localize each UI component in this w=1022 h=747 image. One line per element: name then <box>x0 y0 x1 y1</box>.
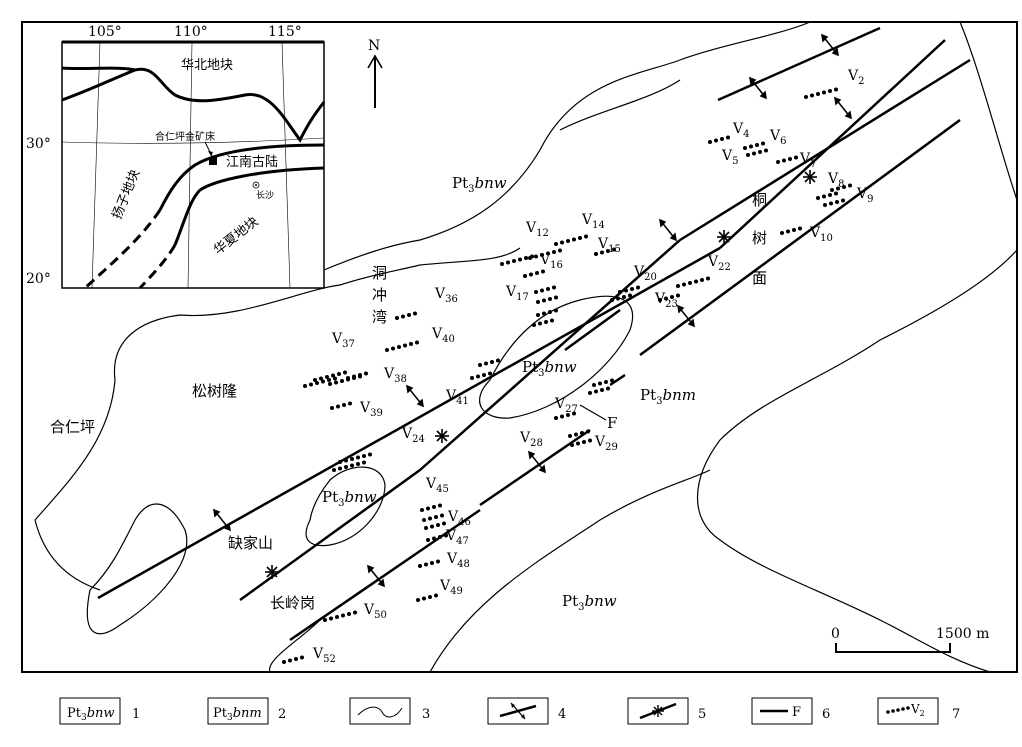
vein-label: V10 <box>809 225 833 244</box>
formation-boundaries <box>34 21 1018 673</box>
vein-label: V39 <box>359 400 383 419</box>
vein-label: V12 <box>525 220 549 239</box>
formation-label-bnw: Pt3bnw <box>522 358 577 379</box>
place-herenping: 合仁坪 <box>50 418 95 436</box>
vein-label: V9 <box>856 186 874 205</box>
vein-label: V29 <box>594 434 618 453</box>
longitude-label: 110° <box>174 24 208 40</box>
vein-label: V4 <box>732 121 750 140</box>
north-label: N <box>368 38 380 54</box>
svg-text:1: 1 <box>132 707 140 722</box>
vein-label: V47 <box>445 528 469 547</box>
latitude-label: 30° <box>26 136 51 152</box>
vein-label: V15 <box>597 236 621 255</box>
fault-label: F <box>607 414 617 432</box>
formation-label-bnw: Pt3bnw <box>322 488 377 509</box>
vein-label: V5 <box>721 148 739 167</box>
vein-label: V17 <box>505 284 529 303</box>
inset-label-jiangnan: 江南古陆 <box>226 154 278 170</box>
vein-label: V24 <box>401 426 425 445</box>
formation-label-bnw: Pt3bnw <box>562 592 617 613</box>
fault-pointer <box>579 404 607 421</box>
svg-text:5: 5 <box>698 707 706 722</box>
vein-label: V41 <box>445 388 469 407</box>
longitude-label: 115° <box>268 24 302 40</box>
svg-text:F: F <box>792 705 801 720</box>
syncline-symbols <box>265 170 817 579</box>
vein-label: V16 <box>539 252 563 271</box>
vein-label: V45 <box>425 476 449 495</box>
vein-label: V40 <box>431 326 455 345</box>
map-frame <box>21 21 1018 673</box>
longitude-label: 105° <box>88 24 122 40</box>
inset-label-changsha: 长沙 <box>256 189 274 201</box>
vein-label: V52 <box>312 646 336 665</box>
vein-label: V14 <box>581 212 605 231</box>
fault-lines <box>97 26 971 642</box>
place-quejiashan: 缺家山 <box>228 534 273 552</box>
latitude-label: 20° <box>26 271 51 287</box>
vein-label: V27 <box>554 396 578 415</box>
anticline-symbols <box>213 33 852 588</box>
svg-text:7: 7 <box>952 707 960 722</box>
vein-label: V50 <box>363 602 387 621</box>
vein-label: V49 <box>439 578 463 597</box>
svg-text:3: 3 <box>422 707 430 722</box>
vein-label: V7 <box>799 151 817 170</box>
formation-label-bnw: Pt3bnw <box>452 174 507 195</box>
vein-label: V28 <box>519 430 543 449</box>
place-dongchongwan: 湾 <box>372 308 387 326</box>
place-names: 洞 冲 湾 桐 树 面 松树隆 合仁坪 缺家山 长岭岗 <box>50 191 767 612</box>
vein-label: V48 <box>446 551 470 570</box>
legend-item-2: Pt3bnm 2 <box>207 697 286 725</box>
legend-item-5: 5 <box>627 697 706 725</box>
vein-label: V36 <box>434 286 458 305</box>
legend-item-4: 4 <box>487 697 566 725</box>
vein-label: V22 <box>707 254 731 273</box>
vein-label: V20 <box>633 264 657 283</box>
svg-text:Pt3bnm: Pt3bnm <box>213 706 262 723</box>
vein-label: V37 <box>331 331 355 350</box>
vein-label: V46 <box>447 509 471 528</box>
vein-label: V38 <box>383 366 407 385</box>
place-dongchongwan: 冲 <box>372 286 387 304</box>
formation-label-bnm: Pt3bnm <box>640 386 696 407</box>
scale-start: 0 <box>831 626 840 642</box>
vein-label: V2 <box>847 68 865 87</box>
vein-label: V8 <box>827 171 845 190</box>
svg-text:V2: V2 <box>910 702 925 718</box>
north-arrow: N <box>367 38 383 108</box>
legend-item-6: F 6 <box>751 697 830 725</box>
inset-map: 华北地块 合仁坪金矿床 江南古陆 长沙 扬子地块 华夏地块 <box>61 40 326 290</box>
inset-label-mine: 合仁坪金矿床 <box>155 130 215 143</box>
legend-item-1: Pt3bnw 1 <box>59 697 140 725</box>
vein-labels: V2 V4 V5 V6 V7 V8 V9 V10 V12 V14 V15 V16… <box>312 68 874 665</box>
inset-label-north-china: 华北地块 <box>181 58 233 73</box>
place-tongshumian: 桐 <box>752 191 767 209</box>
legend-item-3: 3 <box>349 697 430 725</box>
formation-labels: Pt3bnw Pt3bnw Pt3bnm Pt3bnw Pt3bnw <box>322 174 696 613</box>
vein-label: V23 <box>654 291 678 310</box>
scale-bar: 0 1500 m <box>831 626 989 653</box>
svg-text:Pt3bnw: Pt3bnw <box>67 706 115 723</box>
scale-end: 1500 m <box>936 626 989 642</box>
place-tongshumian: 面 <box>752 269 767 287</box>
svg-text:6: 6 <box>822 707 830 722</box>
legend-item-7: V2 7 <box>877 697 960 725</box>
place-dongchongwan: 洞 <box>372 264 387 282</box>
svg-text:4: 4 <box>558 707 566 722</box>
legend: Pt3bnw 1 Pt3bnm 2 3 4 5 <box>59 697 960 725</box>
place-changlinggang: 长岭岗 <box>270 594 315 612</box>
place-tongshumian: 树 <box>752 229 767 247</box>
svg-text:2: 2 <box>278 707 286 722</box>
vein-label: V6 <box>769 128 787 147</box>
place-songshulong: 松树隆 <box>192 382 237 400</box>
